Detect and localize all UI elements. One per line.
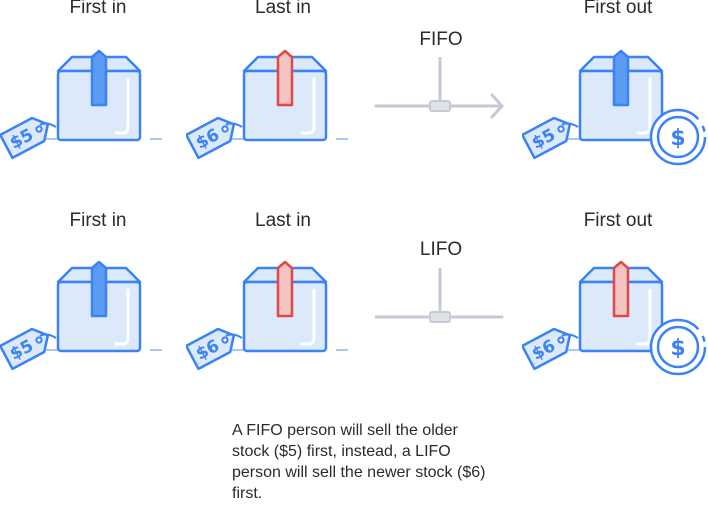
stock-box-first-in: $5 [0,256,170,376]
lifo-line-icon [372,266,508,336]
stock-box-first-out: $5 [522,45,692,165]
last-in-label: Last in [255,210,311,231]
last-in-label: Last in [255,0,311,18]
fifo-label: FIFO [419,29,463,50]
fifo-arrow-icon [372,55,508,125]
stock-box-first-in: $5 [0,45,170,165]
first-in-label: First in [69,0,127,18]
caption-text: A FIFO person will sell the older stock … [232,422,486,502]
svg-text:$: $ [670,126,685,151]
stock-box-last-in: $6 [186,45,356,165]
dollar-coin-icon: $ [648,107,708,167]
svg-text:$: $ [670,336,685,361]
first-out-label: First out [583,0,653,18]
stock-box-first-out: $6 [522,256,692,376]
first-out-label: First out [583,210,653,231]
dollar-coin-icon: $ [648,317,708,377]
first-in-label: First in [69,210,127,231]
stock-box-last-in: $6 [186,256,356,376]
lifo-label: LIFO [419,239,463,260]
